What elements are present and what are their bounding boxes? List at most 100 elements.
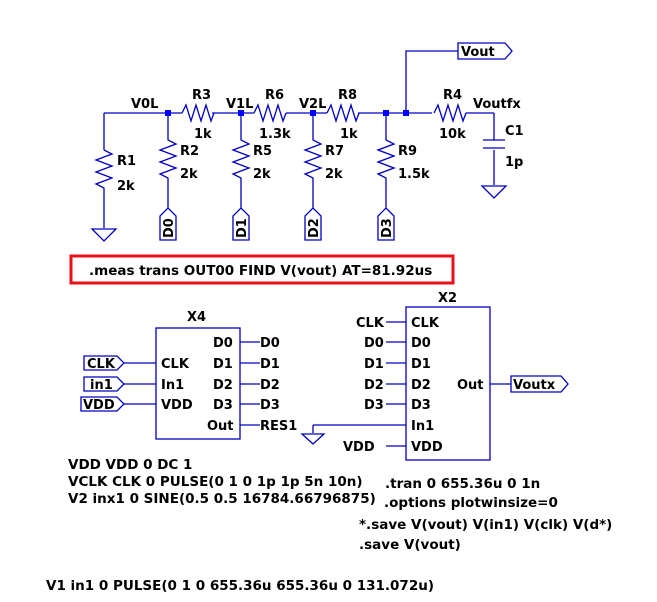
- x2-pin-out: Out: [457, 378, 484, 393]
- resistor-r3[interactable]: [181, 102, 215, 124]
- flag-in1-in[interactable]: in1: [83, 376, 125, 393]
- vout-flag[interactable]: [457, 42, 513, 60]
- x4-pin-out: Out: [207, 419, 234, 434]
- c1-name: C1: [505, 124, 524, 139]
- r2-value: 2k: [180, 167, 198, 182]
- flag-d0[interactable]: D0: [159, 207, 177, 241]
- x4-left-wires: [124, 362, 156, 405]
- flag-clk-label: CLK: [87, 357, 116, 372]
- x4-right-wires: [240, 341, 260, 426]
- c1-value: 1p: [505, 155, 523, 170]
- r1-name: R1: [117, 154, 136, 169]
- wire-vout: [405, 50, 458, 113]
- ground-icon: [480, 185, 508, 199]
- x4-net-d2: D2: [260, 378, 280, 393]
- resistor-r4[interactable]: [433, 102, 467, 124]
- r8-value: 1k: [340, 127, 358, 142]
- flag-d2-label: D2: [307, 218, 322, 238]
- r6-value: 1.3k: [259, 127, 291, 142]
- r9-value: 1.5k: [398, 167, 430, 182]
- spice-vdd[interactable]: VDD VDD 0 DC 1: [68, 457, 192, 473]
- net-label-voutfx: Voutfx: [473, 97, 521, 112]
- r4-name: R4: [443, 88, 462, 103]
- flag-voutx-label: Voutx: [513, 378, 556, 393]
- x2-pin-vdd: VDD: [411, 440, 443, 455]
- x4-net-d1: D1: [260, 357, 280, 372]
- x2-net-d1: D1: [364, 357, 384, 372]
- spice-tran[interactable]: .tran 0 655.36u 0 1n: [385, 476, 540, 492]
- spice-options[interactable]: .options plotwinsize=0: [384, 495, 558, 511]
- net-label-v0l: V0L: [131, 97, 158, 112]
- net-label-v1l: V1L: [226, 97, 253, 112]
- x4-pin-d2: D2: [213, 378, 233, 393]
- x2-net-vdd: VDD: [343, 440, 375, 455]
- resistor-r9[interactable]: [376, 113, 396, 208]
- spice-vclk[interactable]: VCLK CLK 0 PULSE(0 1 0 1p 1p 5n 10n): [68, 474, 363, 490]
- x2-left-wires: [312, 321, 406, 447]
- flag-d3[interactable]: D3: [377, 207, 395, 241]
- x2-pin-d1: D1: [411, 357, 431, 372]
- x4-pin-d0: D0: [213, 336, 233, 351]
- ground-icon: [90, 228, 118, 242]
- resistor-r8[interactable]: [326, 102, 360, 124]
- r9-name: R9: [398, 144, 417, 159]
- r7-value: 2k: [325, 167, 343, 182]
- capacitor-c1[interactable]: [483, 139, 505, 149]
- r8-name: R8: [338, 88, 357, 103]
- x4-pin-d3: D3: [213, 398, 233, 413]
- meas-directive[interactable]: .meas trans OUT00 FIND V(vout) AT=81.92u…: [89, 263, 432, 279]
- x4-net-res1: RES1: [260, 419, 297, 434]
- flag-d2[interactable]: D2: [304, 207, 322, 241]
- r5-value: 2k: [253, 167, 271, 182]
- r4-value: 10k: [439, 127, 466, 142]
- ground-icon: [300, 433, 326, 445]
- flag-d3-label: D3: [380, 218, 395, 238]
- meas-highlight-box: [69, 254, 455, 285]
- spice-v2[interactable]: V2 inx1 0 SINE(0.5 0.5 16784.66796875): [68, 491, 376, 507]
- x2-pin-d2: D2: [411, 378, 431, 393]
- flag-d0-label: D0: [162, 218, 177, 238]
- r1-value: 2k: [117, 179, 135, 194]
- spice-save[interactable]: .save V(vout): [359, 537, 461, 553]
- net-label-v2l: V2L: [299, 97, 326, 112]
- flag-voutx[interactable]: Voutx: [510, 375, 569, 393]
- r2-name: R2: [180, 144, 199, 159]
- x4-pin-d1: D1: [213, 357, 233, 372]
- vout-flag-label: Vout: [461, 45, 495, 60]
- resistor-r7[interactable]: [303, 113, 323, 208]
- x2-pin-clk: CLK: [411, 316, 440, 331]
- resistor-r1[interactable]: [94, 149, 114, 228]
- x4-net-d3: D3: [260, 398, 280, 413]
- resistor-r6[interactable]: [253, 102, 287, 124]
- r6-name: R6: [265, 88, 284, 103]
- x4-pin-clk: CLK: [161, 357, 190, 372]
- x2-net-d3: D3: [364, 398, 384, 413]
- resistor-r5[interactable]: [231, 113, 251, 208]
- flag-clk-in[interactable]: CLK: [83, 355, 125, 372]
- junction-v1l: [238, 110, 244, 116]
- flag-vdd-label: VDD: [83, 398, 115, 413]
- junction-v3l: [383, 110, 389, 116]
- flag-d1[interactable]: D1: [232, 207, 250, 241]
- x2-pin-d0: D0: [411, 336, 431, 351]
- resistor-r2[interactable]: [158, 113, 178, 208]
- junction-v0l: [165, 110, 171, 116]
- x4-net-d0: D0: [260, 336, 280, 351]
- flag-vdd-in[interactable]: VDD: [80, 396, 125, 413]
- flag-d1-label: D1: [235, 218, 250, 238]
- r5-name: R5: [253, 144, 272, 159]
- flag-in1-label: in1: [90, 378, 113, 393]
- x2-net-d0: D0: [364, 336, 384, 351]
- x2-name: X2: [438, 291, 457, 306]
- junction-v2l: [310, 110, 316, 116]
- spice-v1[interactable]: V1 in1 0 PULSE(0 1 0 655.36u 655.36u 0 1…: [46, 578, 434, 594]
- x4-pin-vdd: VDD: [161, 398, 193, 413]
- r7-name: R7: [325, 144, 344, 159]
- r3-name: R3: [192, 88, 211, 103]
- x2-pin-in1: In1: [411, 419, 434, 434]
- x2-net-clk: CLK: [356, 316, 385, 331]
- junction-vout: [403, 110, 409, 116]
- spice-save-commented[interactable]: *.save V(vout) V(in1) V(clk) V(d*): [359, 517, 612, 533]
- x2-pin-d3: D3: [411, 398, 431, 413]
